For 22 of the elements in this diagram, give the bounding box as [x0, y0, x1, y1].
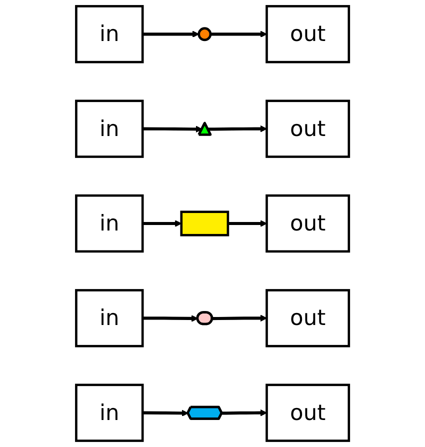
node-box: out	[266, 5, 350, 64]
arrow	[210, 30, 267, 38]
arrow	[142, 315, 198, 322]
node-box: in	[74, 100, 144, 158]
arrow	[228, 220, 267, 227]
node-box: in	[74, 384, 144, 442]
arrow	[222, 409, 267, 416]
node-box: out	[266, 384, 350, 442]
arrow	[142, 126, 202, 133]
arrow	[142, 30, 200, 38]
node-box: in	[74, 289, 144, 348]
arrow	[142, 410, 188, 417]
arrow	[212, 314, 267, 322]
node-box: in	[74, 5, 144, 64]
node-box: out	[266, 289, 350, 348]
arrow	[208, 125, 267, 132]
node-circle	[198, 27, 212, 42]
node-box: out	[266, 194, 350, 253]
node-box	[180, 210, 230, 236]
node-box: out	[266, 100, 350, 158]
node-box: in	[74, 194, 144, 253]
arrow	[142, 220, 182, 227]
